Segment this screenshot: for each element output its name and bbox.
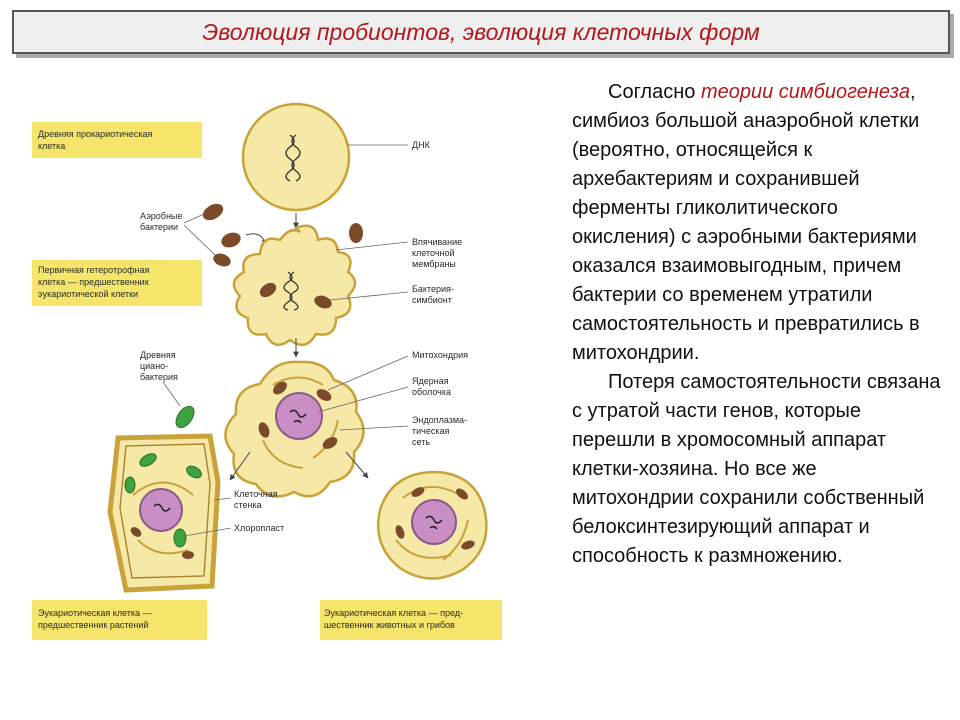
label-cyano-line3: бактерия — [140, 372, 178, 382]
label-er-line2: тическая — [412, 426, 449, 436]
page-title: Эволюция пробионтов, эволюция клеточных … — [202, 18, 760, 45]
label-dna: ДНК — [412, 140, 431, 150]
box-ancient-line1: Древняя прокариотическая — [38, 129, 152, 139]
box-primary-line2: клетка — предшественник — [38, 277, 149, 287]
box-plant-line1: Эукариотическая клетка — — [38, 608, 152, 618]
highlight-term: теории симбиогенеза — [700, 81, 910, 103]
label-symbiont-line2: симбионт — [412, 295, 452, 305]
title-bar: Эволюция пробионтов, эволюция клеточных … — [12, 10, 950, 54]
paragraph-1: Согласно теории симбиогенеза, симбиоз бо… — [572, 78, 944, 368]
box-ancient-line2: клетка — [38, 141, 65, 151]
label-box-ancient: Древняя прокариотическая клетка — [32, 122, 202, 158]
plant-cell — [107, 433, 221, 593]
label-invag-line1: Впячивание — [412, 237, 462, 247]
label-symbiont-line1: Бактерия- — [412, 284, 454, 294]
paragraph-1-pre: Согласно — [608, 81, 701, 103]
box-animal-line1: Эукариотическая клетка — пред- — [324, 608, 463, 618]
paragraph-2: Потеря самостоятельности связана с утрат… — [572, 371, 941, 567]
box-primary-line1: Первичная гетеротрофная — [38, 265, 149, 275]
primary-cell — [232, 224, 357, 347]
label-mito: Митохондрия — [412, 350, 468, 360]
box-primary-line3: эукариотической клетки — [38, 289, 138, 299]
paragraph-1-post: , симбиоз большой анаэробной клетки (вер… — [572, 81, 920, 364]
nucleated-cell — [224, 360, 365, 498]
label-invag-line2: клеточной — [412, 248, 455, 258]
label-cyano-line1: Древняя — [140, 350, 176, 360]
explanation-text: Согласно теории симбиогенеза, симбиоз бо… — [572, 78, 944, 571]
label-invag-line3: мембраны — [412, 259, 456, 269]
label-wall-line2: стенка — [234, 500, 262, 510]
cyanobacterium — [175, 405, 195, 429]
label-wall-line1: Клеточная — [234, 489, 278, 499]
label-cyano-line2: циано- — [140, 361, 168, 371]
aerobic-bacteria — [202, 203, 363, 267]
label-box-animal: Эукариотическая клетка — пред- шественни… — [320, 600, 502, 640]
label-er-line3: сеть — [412, 437, 430, 447]
label-aerobic-line2: бактерии — [140, 222, 178, 232]
symbiogenesis-diagram: Древняя прокариотическая клетка Первична… — [32, 102, 502, 640]
label-box-primary: Первичная гетеротрофная клетка — предшес… — [32, 260, 202, 306]
animal-cell — [376, 470, 488, 580]
box-plant-line2: предшественник растений — [38, 620, 148, 630]
label-aerobic-line1: Аэробные — [140, 211, 182, 221]
prokaryote-cell — [241, 102, 351, 212]
label-chloro: Хлоропласт — [234, 523, 284, 533]
label-box-plant: Эукариотическая клетка — предшественник … — [32, 600, 207, 640]
label-nuclear-line1: Ядерная — [412, 376, 449, 386]
box-animal-line2: шественник животных и грибов — [324, 620, 455, 630]
label-er-line1: Эндоплазма- — [412, 415, 467, 425]
label-nuclear-line2: оболочка — [412, 387, 451, 397]
